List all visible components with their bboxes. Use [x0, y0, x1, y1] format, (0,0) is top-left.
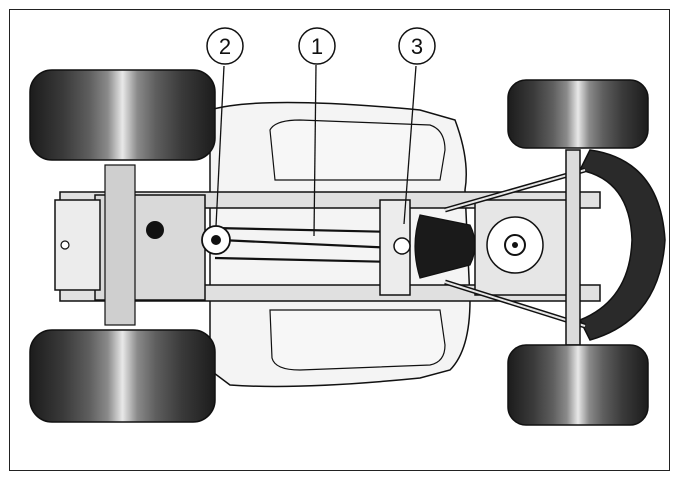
rear-axle: [104, 164, 136, 326]
front-wheel-bottom: [507, 344, 649, 426]
drive-belt: [214, 226, 396, 264]
front-wheel-top: [507, 79, 649, 149]
rear-wheel-bottom: [29, 329, 216, 423]
upper-deck-panel: [269, 119, 446, 181]
callout-2-leader: [215, 65, 225, 227]
callout-2: 2: [206, 27, 244, 65]
callout-1: 1: [298, 27, 336, 65]
tie-rod-upper-inner: [444, 169, 586, 211]
steering-gear-pin: [512, 242, 518, 248]
transaxle-hole: [60, 240, 70, 250]
front-bumper: [578, 149, 666, 341]
tensioner-hub: [211, 235, 221, 245]
callout-3: 3: [398, 27, 436, 65]
transaxle-gear: [146, 221, 164, 239]
callout-3-number: 3: [411, 34, 423, 59]
callout-3-leader: [403, 65, 417, 225]
callout-1-leader: [313, 64, 317, 237]
rear-wheel-top: [29, 69, 216, 161]
center-pulley: [393, 237, 411, 255]
front-axle-beam: [565, 149, 581, 346]
deck-lift-plate: [414, 214, 476, 279]
tie-rod-lower-inner: [444, 281, 586, 327]
lower-deck-panel: [269, 309, 446, 371]
callout-1-number: 1: [311, 34, 323, 59]
callout-2-number: 2: [219, 34, 231, 59]
